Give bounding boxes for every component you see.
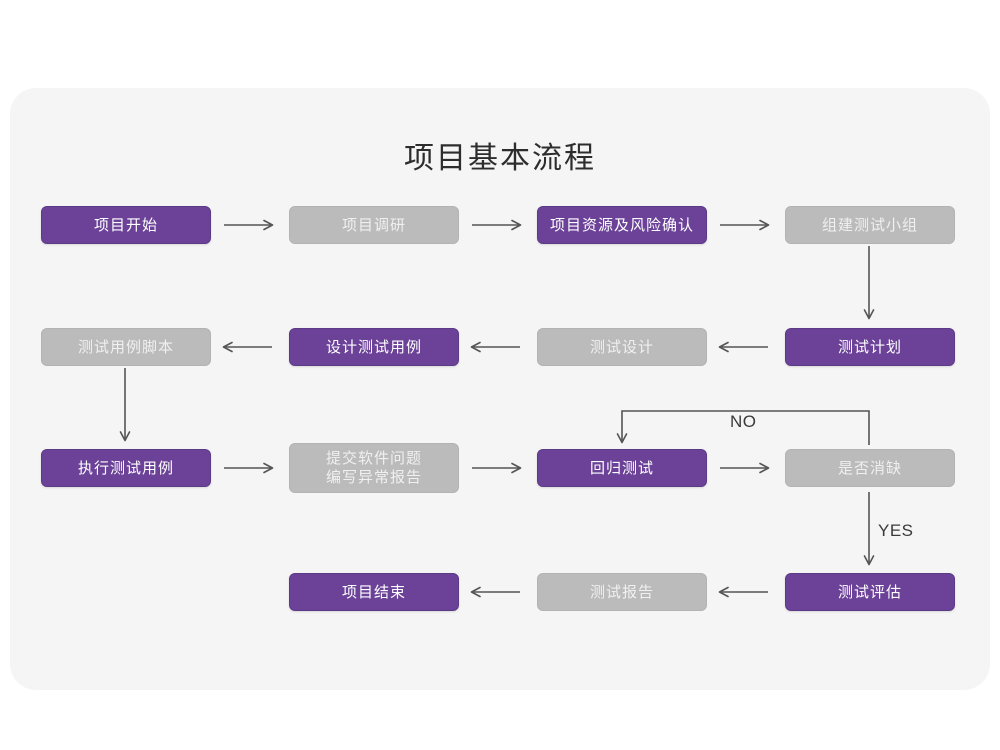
node-test-design[interactable]: 测试设计 bbox=[537, 328, 707, 366]
node-regression-test[interactable]: 回归测试 bbox=[537, 449, 707, 487]
page-title: 项目基本流程 bbox=[404, 142, 596, 175]
node-label: 项目调研 bbox=[341, 216, 406, 234]
edge-label-yes: YES bbox=[878, 521, 914, 540]
node-project-end[interactable]: 项目结束 bbox=[289, 573, 459, 611]
node-label: 提交软件问题 编写异常报告 bbox=[325, 450, 422, 486]
node-execute-test-case[interactable]: 执行测试用例 bbox=[41, 449, 211, 487]
node-label: 组建测试小组 bbox=[821, 216, 918, 234]
node-label: 设计测试用例 bbox=[325, 338, 422, 356]
node-label: 是否消缺 bbox=[837, 459, 902, 477]
node-label: 项目开始 bbox=[93, 216, 158, 234]
node-test-case-script[interactable]: 测试用例脚本 bbox=[41, 328, 211, 366]
node-test-evaluation[interactable]: 测试评估 bbox=[785, 573, 955, 611]
node-test-plan[interactable]: 测试计划 bbox=[785, 328, 955, 366]
edge-label-no: NO bbox=[730, 412, 757, 431]
node-label: 执行测试用例 bbox=[77, 459, 174, 477]
node-project-start[interactable]: 项目开始 bbox=[41, 206, 211, 244]
node-test-report[interactable]: 测试报告 bbox=[537, 573, 707, 611]
node-defect-cleared-decision[interactable]: 是否消缺 bbox=[785, 449, 955, 487]
node-label: 测试计划 bbox=[837, 338, 902, 356]
node-label: 测试报告 bbox=[589, 583, 654, 601]
node-label: 项目结束 bbox=[341, 583, 406, 601]
node-label: 回归测试 bbox=[589, 459, 654, 477]
node-submit-bug-report[interactable]: 提交软件问题 编写异常报告 bbox=[289, 443, 459, 493]
node-label: 测试用例脚本 bbox=[77, 338, 174, 356]
node-label: 测试设计 bbox=[589, 338, 654, 356]
node-project-research[interactable]: 项目调研 bbox=[289, 206, 459, 244]
node-label: 项目资源及风险确认 bbox=[549, 216, 694, 234]
node-design-test-case[interactable]: 设计测试用例 bbox=[289, 328, 459, 366]
node-build-test-team[interactable]: 组建测试小组 bbox=[785, 206, 955, 244]
node-resource-risk-confirm[interactable]: 项目资源及风险确认 bbox=[537, 206, 707, 244]
node-label: 测试评估 bbox=[837, 583, 902, 601]
